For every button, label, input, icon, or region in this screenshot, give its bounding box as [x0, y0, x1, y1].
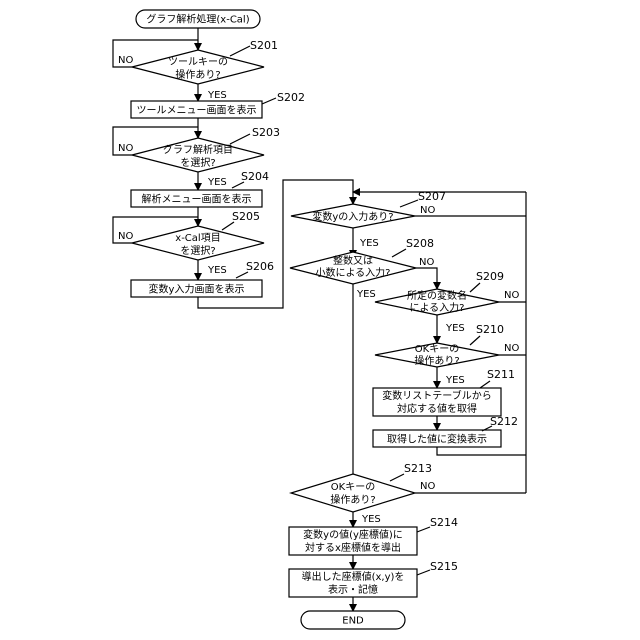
s203-step-id: S203: [252, 126, 280, 139]
s204-step-id: S204: [241, 170, 269, 183]
s207-no-label: NO: [420, 205, 435, 216]
s213-no-label: NO: [420, 481, 435, 492]
s203-yes-label: YES: [207, 177, 227, 188]
s208-step-id: S208: [406, 237, 434, 250]
s209-line-1: 所定の変数名: [407, 289, 467, 302]
s203-line-1: グラフ解析項目: [163, 143, 233, 156]
s202-line-1: ツールメニュー画面を表示: [137, 104, 257, 117]
s201-step-id: S201: [250, 39, 278, 52]
s212-line-1: 取得した値に変換表示: [387, 433, 487, 446]
s205-line-1: x-Cal項目: [175, 232, 220, 244]
s214-line-2: 対するx座標値を導出: [305, 541, 401, 554]
s203-no-label: NO: [118, 143, 133, 154]
s213-line-1: OKキーの: [331, 482, 375, 493]
s202-step-id: S202: [277, 91, 305, 104]
end-label: END: [342, 616, 364, 627]
s205-yes-label: YES: [207, 265, 227, 276]
s210-yes-label: YES: [445, 375, 465, 386]
s207-line-1: 変数yの入力あり?: [312, 210, 393, 223]
s205-step-id: S205: [232, 210, 260, 223]
s208-line-1: 整数又は: [333, 254, 373, 267]
s208-no-label: NO: [419, 257, 434, 268]
start-label: グラフ解析処理(x-Cal): [146, 13, 249, 26]
s209-no-label: NO: [504, 290, 519, 301]
s211-line-1: 変数リストテーブルから: [382, 389, 491, 402]
s211-step-id: S211: [487, 368, 515, 381]
s212-step-id: S212: [490, 415, 518, 428]
decision-s213: [291, 474, 415, 512]
s209-line-2: による入力?: [409, 301, 464, 314]
s204-line-1: 解析メニュー画面を表示: [142, 193, 252, 206]
s210-step-id: S210: [476, 323, 504, 336]
s208-line-2: 小数による入力?: [315, 266, 390, 279]
s211-line-2: 対応する値を取得: [397, 402, 477, 415]
s201-line-1: ツールキーの: [168, 57, 228, 68]
s214-line-1: 変数yの値(y座標値)に: [303, 528, 403, 541]
s201-line-2: 操作あり?: [175, 68, 220, 81]
s206-step-id: S206: [246, 260, 274, 273]
s205-line-2: を選択?: [180, 244, 215, 257]
s213-step-id: S213: [404, 462, 432, 475]
s205-no-label: NO: [118, 231, 133, 242]
s201-yes-label: YES: [207, 90, 227, 101]
s201-no-label: NO: [118, 55, 133, 66]
s215-step-id: S215: [430, 560, 458, 573]
s210-line-2: 操作あり?: [414, 354, 459, 367]
s209-yes-label: YES: [445, 323, 465, 334]
s213-line-2: 操作あり?: [330, 493, 375, 506]
s203-line-2: を選択?: [180, 156, 215, 169]
s210-line-1: OKキーの: [415, 344, 459, 355]
s206-line-1: 変数y入力画面を表示: [149, 283, 245, 296]
s207-yes-label: YES: [359, 238, 379, 249]
s209-step-id: S209: [476, 270, 504, 283]
s214-step-id: S214: [430, 516, 458, 529]
s208-yes-label: YES: [356, 289, 376, 300]
s215-line-2: 表示・記憶: [328, 583, 378, 596]
s210-no-label: NO: [504, 343, 519, 354]
s215-line-1: 導出した座標値(x,y)を: [302, 570, 405, 583]
s213-yes-label: YES: [361, 514, 381, 525]
